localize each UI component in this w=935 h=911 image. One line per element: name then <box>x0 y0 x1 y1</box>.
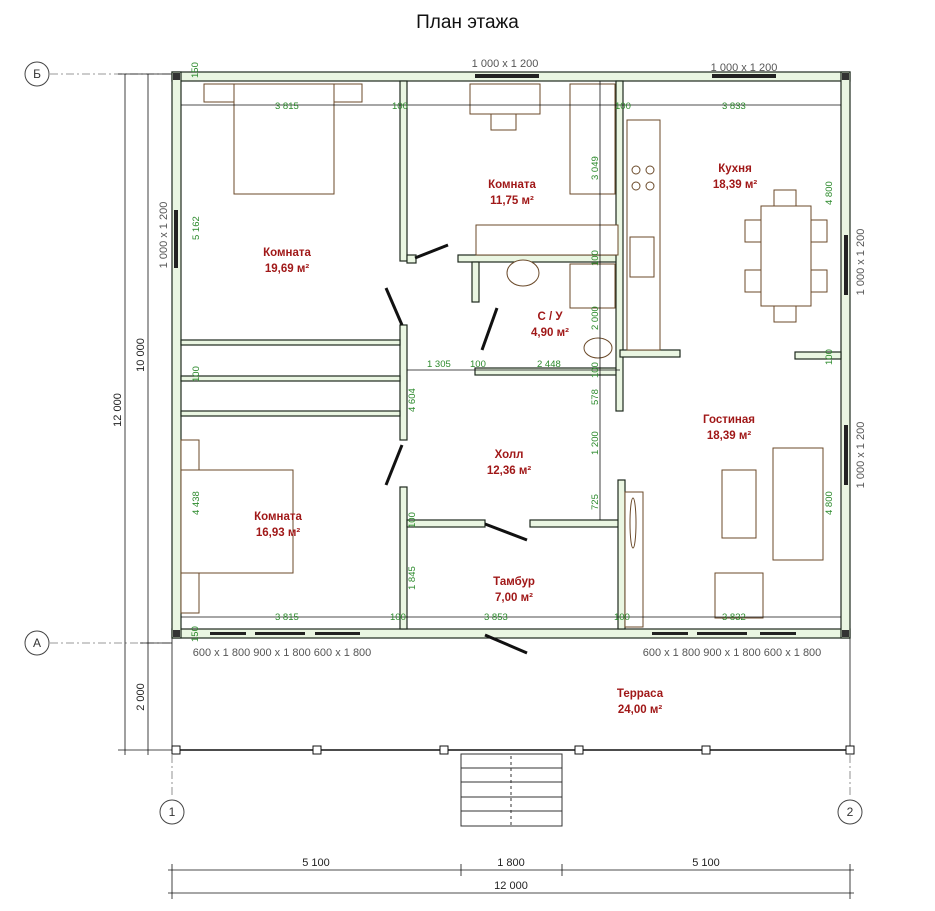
svg-text:18,39 м²: 18,39 м² <box>713 179 757 191</box>
dim-bottom-left: 5 100 <box>302 857 330 869</box>
svg-text:11,75 м²: 11,75 м² <box>490 195 534 207</box>
svg-text:1 305: 1 305 <box>427 359 451 370</box>
room-label-terrace: Терраса 24,00 м² <box>617 688 664 716</box>
svg-text:12,36 м²: 12,36 м² <box>487 465 531 477</box>
dimension-labels: 150 3 815 100 100 3 833 5 162 3 049 4 80… <box>190 62 835 642</box>
svg-text:4 800: 4 800 <box>824 491 835 515</box>
bottom-dimensions: 5 100 1 800 5 100 12 000 <box>168 857 854 899</box>
left-dimensions: 12 000 10 000 2 000 <box>112 73 172 755</box>
svg-text:Комната: Комната <box>488 179 536 191</box>
svg-text:100: 100 <box>824 349 835 365</box>
stairs <box>460 753 563 827</box>
svg-text:4 438: 4 438 <box>191 491 202 515</box>
svg-text:100: 100 <box>590 250 601 266</box>
svg-text:1 200: 1 200 <box>590 431 601 455</box>
furniture <box>180 83 828 628</box>
room-label-bedroom-2: Комната 11,75 м² <box>488 179 536 207</box>
svg-text:Кухня: Кухня <box>718 163 752 175</box>
svg-text:4,90 м²: 4,90 м² <box>531 327 569 339</box>
svg-text:100: 100 <box>590 362 601 378</box>
svg-text:100: 100 <box>191 366 202 382</box>
window-label-top-right: 1 000 x 1 200 <box>711 62 778 74</box>
room-label-bathroom: С / У 4,90 м² <box>531 311 569 339</box>
svg-text:19,69 м²: 19,69 м² <box>265 263 309 275</box>
room-label-hall: Холл 12,36 м² <box>487 449 531 477</box>
svg-text:150: 150 <box>190 62 201 78</box>
svg-text:Комната: Комната <box>263 247 311 259</box>
axis-marker-1: 1 <box>159 799 185 825</box>
window-label-right-bottom: 1 000 x 1 200 <box>855 422 867 489</box>
dim-bottom-mid: 1 800 <box>497 857 525 869</box>
svg-text:100: 100 <box>407 512 418 528</box>
svg-text:2 448: 2 448 <box>537 359 561 370</box>
svg-text:5 162: 5 162 <box>191 216 202 240</box>
svg-text:С / У: С / У <box>537 311 563 323</box>
svg-text:3 815: 3 815 <box>275 612 299 623</box>
terrace <box>171 637 855 827</box>
room-label-living-room: Гостиная 18,39 м² <box>703 414 755 442</box>
svg-text:3 832: 3 832 <box>722 612 746 623</box>
svg-text:725: 725 <box>590 494 601 510</box>
svg-text:4 800: 4 800 <box>824 181 835 205</box>
axis-marker-a: А <box>24 630 50 656</box>
window-label-bottom-left: 600 x 1 800 900 x 1 800 600 x 1 800 <box>193 647 372 659</box>
dim-house-height: 10 000 <box>135 338 147 372</box>
svg-text:16,93 м²: 16,93 м² <box>256 527 300 539</box>
svg-text:3 815: 3 815 <box>275 101 299 112</box>
svg-text:3 833: 3 833 <box>722 101 746 112</box>
page-title: План этажа <box>416 12 519 33</box>
axis-marker-2: 2 <box>837 799 863 825</box>
svg-text:2: 2 <box>847 805 854 819</box>
dim-bottom-right: 5 100 <box>692 857 720 869</box>
dim-terrace-height: 2 000 <box>135 683 147 711</box>
svg-text:А: А <box>33 636 41 650</box>
svg-text:150: 150 <box>190 626 201 642</box>
svg-text:100: 100 <box>615 101 631 112</box>
windows <box>174 74 848 635</box>
svg-text:100: 100 <box>392 101 408 112</box>
svg-text:Гостиная: Гостиная <box>703 414 755 426</box>
svg-text:3 049: 3 049 <box>590 156 601 180</box>
svg-text:Тамбур: Тамбур <box>493 576 535 588</box>
svg-text:Холл: Холл <box>495 449 524 461</box>
svg-text:Комната: Комната <box>254 511 302 523</box>
window-label-left: 1 000 x 1 200 <box>158 202 170 269</box>
svg-text:2 000: 2 000 <box>590 306 601 330</box>
dim-bottom-total: 12 000 <box>494 880 528 892</box>
window-label-right-top: 1 000 x 1 200 <box>855 229 867 296</box>
svg-text:7,00 м²: 7,00 м² <box>495 592 533 604</box>
interior-walls <box>180 80 842 630</box>
svg-text:1 845: 1 845 <box>407 566 418 590</box>
svg-text:18,39 м²: 18,39 м² <box>707 430 751 442</box>
doors <box>384 243 528 655</box>
window-label-bottom-right: 600 x 1 800 900 x 1 800 600 x 1 800 <box>643 647 822 659</box>
svg-text:100: 100 <box>390 612 406 623</box>
svg-text:3 853: 3 853 <box>484 612 508 623</box>
axis-marker-b: Б <box>24 61 50 87</box>
svg-text:Терраса: Терраса <box>617 688 664 700</box>
room-label-bedroom-3: Комната 16,93 м² <box>254 511 302 539</box>
svg-text:100: 100 <box>614 612 630 623</box>
room-label-vestibule: Тамбур 7,00 м² <box>493 576 535 604</box>
svg-text:100: 100 <box>470 359 486 370</box>
window-label-top-mid: 1 000 x 1 200 <box>472 58 539 70</box>
dim-total-height: 12 000 <box>112 393 124 427</box>
svg-text:4 604: 4 604 <box>407 388 418 412</box>
room-label-bedroom-1: Комната 19,69 м² <box>263 247 311 275</box>
svg-text:578: 578 <box>590 389 601 405</box>
svg-text:24,00 м²: 24,00 м² <box>618 704 662 716</box>
room-label-kitchen: Кухня 18,39 м² <box>713 163 757 191</box>
svg-text:1: 1 <box>169 805 176 819</box>
svg-text:Б: Б <box>33 67 41 81</box>
